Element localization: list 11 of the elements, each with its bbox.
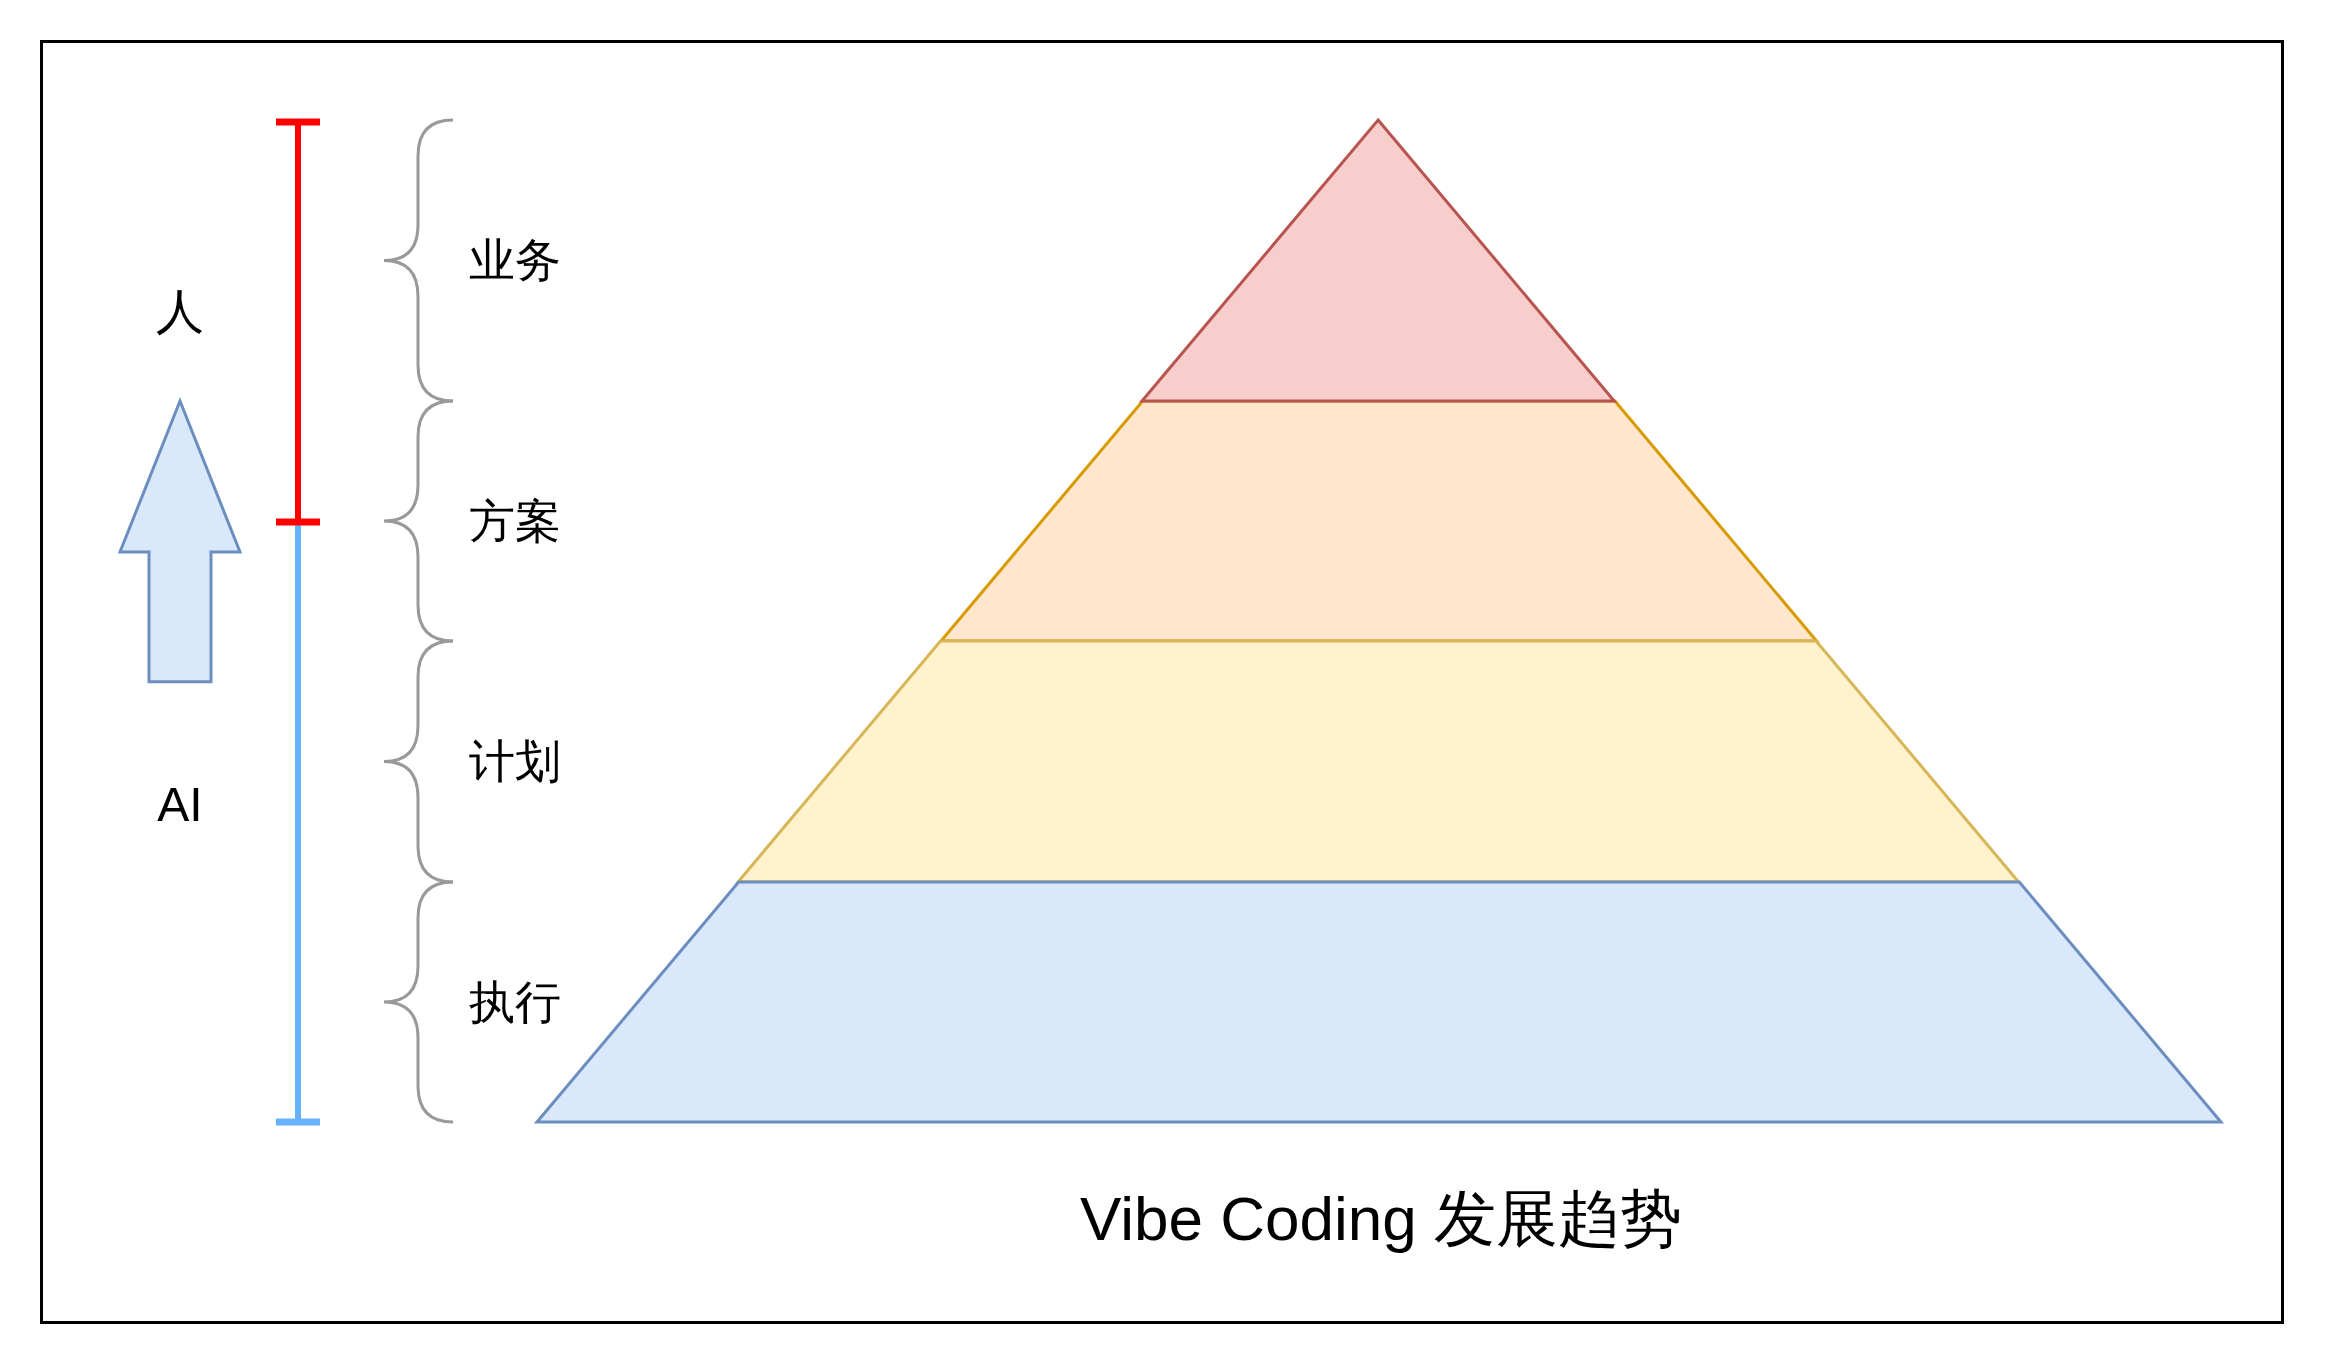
- pyramid-tier: [940, 401, 1817, 641]
- tier-label: 业务: [469, 234, 561, 287]
- pyramid-apex: [1142, 120, 1615, 401]
- tier-label: 计划: [469, 735, 561, 788]
- role-label: 人: [156, 284, 204, 340]
- pyramid-tier: [738, 641, 2019, 882]
- tier-label: 方案: [469, 494, 561, 548]
- block-arrow: [117, 396, 243, 683]
- tier-label: 执行: [469, 975, 561, 1029]
- diagram-caption: Vibe Coding 发展趋势: [1080, 1183, 1682, 1255]
- role-label: AI: [157, 777, 203, 833]
